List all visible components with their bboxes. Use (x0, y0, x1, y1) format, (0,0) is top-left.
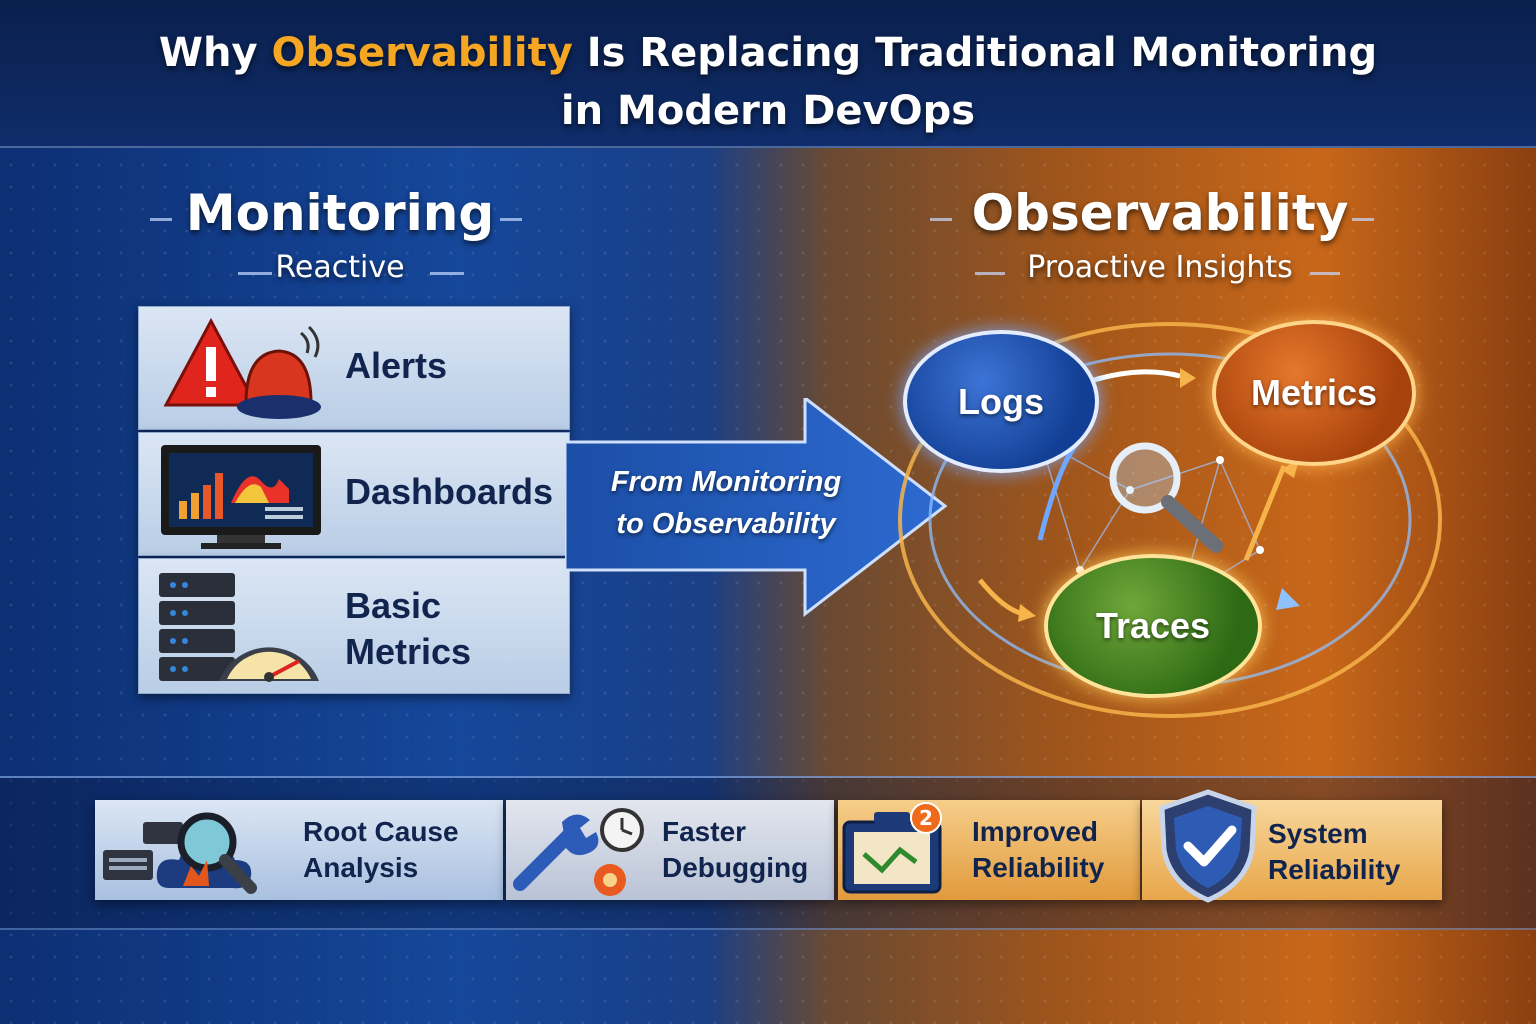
node-traces: Traces (1044, 554, 1262, 698)
alert-siren-icon (163, 317, 321, 419)
card-label-metrics: Metrics (345, 631, 472, 672)
benefit-label-line1: System (1268, 818, 1368, 849)
observability-subtitle: Proactive Insights (1027, 250, 1293, 285)
title-highlight: Observability (271, 30, 573, 76)
divider (1352, 218, 1374, 221)
divider (430, 272, 464, 275)
transition-arrow (565, 398, 948, 618)
wrench-clock-icon (513, 808, 644, 896)
benefit-label-line1: Root Cause (303, 816, 459, 847)
divider (238, 272, 272, 275)
benefit-faster-debugging: Faster Debugging (506, 800, 834, 900)
page-title-line2: in Modern DevOps (560, 88, 976, 134)
shield-check-icon (1159, 789, 1257, 903)
toolbox-chart-icon (842, 812, 942, 894)
divider (150, 218, 172, 221)
transition-line1: From Monitoring (610, 466, 842, 498)
monitor-dashboard-icon (161, 445, 321, 549)
card-alerts: Alerts (138, 306, 570, 430)
observability-loop (898, 322, 1442, 718)
card-dashboards: Dashboards (138, 432, 570, 556)
benefit-label-line1: Improved (972, 816, 1099, 847)
page-title: Why Observability Is Replacing Tradition… (158, 30, 1378, 76)
card-label-dashboards: Dashboards (345, 471, 554, 512)
benefit-system-reliability: System Reliability (1142, 789, 1442, 903)
transition-line2: to Observability (616, 508, 836, 540)
divider (930, 218, 952, 221)
monitoring-subtitle: Reactive (275, 250, 405, 285)
card-label-alerts: Alerts (345, 345, 448, 386)
benefit-label-line2: Analysis (303, 852, 419, 883)
benefit-root-cause: Root Cause Analysis (95, 800, 503, 900)
divider (1310, 272, 1340, 275)
benefit-label-line1: Faster (662, 816, 747, 847)
card-label-basic: Basic (345, 585, 442, 626)
benefit-label-line2: Reliability (1268, 854, 1401, 885)
benefit-label-line2: Debugging (662, 852, 809, 883)
node-logs: Logs (903, 330, 1099, 473)
server-gauge-icon (159, 573, 319, 682)
card-basic-metrics: Basic Metrics (138, 558, 570, 694)
observability-title: Observability (971, 184, 1349, 242)
magnifier-cloud-icon (103, 812, 257, 894)
benefit-label-line2: Reliability (972, 852, 1105, 883)
monitoring-title: Monitoring (185, 184, 495, 242)
node-metrics: Metrics (1212, 320, 1416, 466)
divider (500, 218, 522, 221)
notification-badge: 2 (910, 802, 942, 834)
divider (975, 272, 1005, 275)
benefit-improved-reliability: 2 Improved Reliability (838, 800, 1140, 900)
header (0, 0, 1536, 148)
